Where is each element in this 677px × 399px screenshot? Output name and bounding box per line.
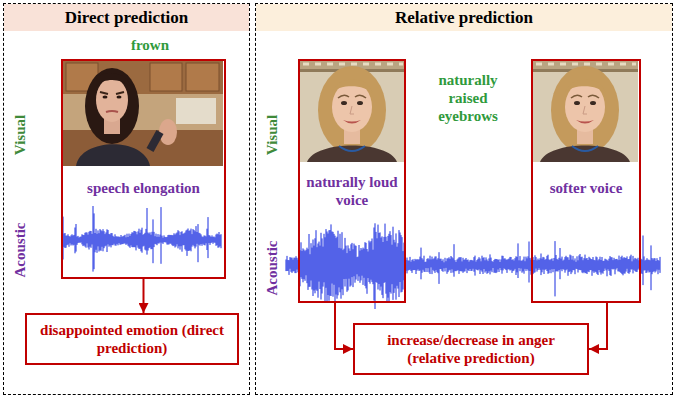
waveform bbox=[63, 206, 221, 272]
kitchen-photo-part bbox=[176, 98, 216, 124]
flow-arrow bbox=[589, 303, 607, 349]
prediction-box: increase/decrease in anger (relative pre… bbox=[353, 323, 589, 375]
face-photo bbox=[299, 60, 405, 162]
cue-text: speech elongation bbox=[87, 179, 200, 197]
kitchen-photo-part bbox=[96, 78, 128, 122]
modality-label: Acoustic bbox=[263, 241, 281, 296]
prediction-text: disappointed emotion (direct prediction) bbox=[37, 321, 227, 357]
panel-title: Direct prediction bbox=[65, 8, 189, 28]
panel-header: Relative prediction bbox=[256, 4, 672, 31]
cue-label: naturally raised eyebrows bbox=[420, 71, 516, 125]
kitchen-photo-part bbox=[96, 73, 130, 86]
kitchen-photo-part bbox=[100, 92, 124, 94]
modality-box: speech elongation bbox=[61, 59, 226, 279]
panel-title: Relative prediction bbox=[395, 8, 533, 28]
kitchen-photo-part bbox=[159, 119, 177, 145]
kitchen-photo-part bbox=[62, 130, 223, 166]
kitchen-photo-part bbox=[150, 132, 160, 150]
kitchen-photo-part bbox=[85, 68, 139, 144]
kitchen-photo-part bbox=[117, 95, 122, 98]
modality-box: softer voice bbox=[531, 59, 641, 303]
kitchen-photo bbox=[62, 60, 223, 166]
waveform bbox=[286, 223, 660, 309]
panel-header: Direct prediction bbox=[4, 4, 249, 31]
flow-arrow bbox=[143, 279, 145, 313]
kitchen-photo-part bbox=[150, 63, 182, 91]
modality-label: Acoustic bbox=[11, 223, 29, 278]
prediction-box: disappointed emotion (direct prediction) bbox=[25, 313, 239, 365]
modality-label: Visual bbox=[263, 115, 281, 155]
kitchen-photo-part bbox=[103, 95, 108, 98]
panel-region: Relative prediction naturally loud voice s… bbox=[255, 3, 673, 395]
kitchen-photo-part bbox=[62, 60, 223, 94]
cue-label: frown bbox=[131, 36, 169, 54]
kitchen-photo-part bbox=[186, 63, 219, 91]
kitchen-photo-part bbox=[76, 144, 150, 166]
panel-region: Direct prediction speech elongation disapp… bbox=[3, 3, 250, 395]
prediction-text: increase/decrease in anger (relative pre… bbox=[365, 331, 577, 367]
modality-box: naturally loud voice bbox=[298, 59, 406, 303]
cue-text: naturally loud voice bbox=[306, 173, 398, 209]
cue-text: softer voice bbox=[550, 179, 623, 197]
face-photo bbox=[532, 60, 638, 162]
kitchen-photo-part bbox=[106, 111, 118, 112]
kitchen-photo-part bbox=[62, 60, 223, 166]
flow-arrow bbox=[335, 303, 353, 349]
modality-label: Visual bbox=[11, 115, 29, 155]
